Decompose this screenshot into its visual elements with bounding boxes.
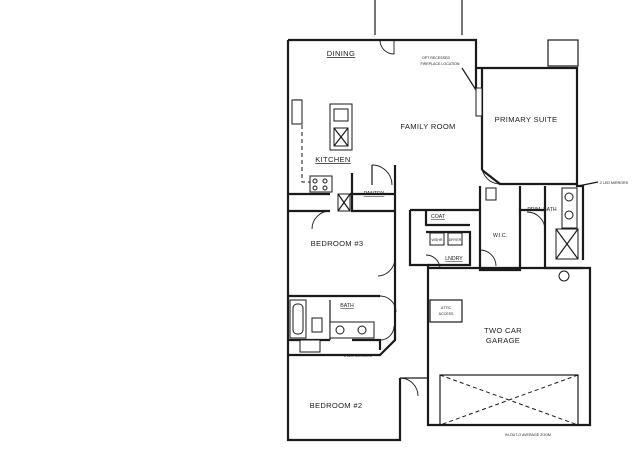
- label-kitchen: KITCHEN: [315, 155, 350, 164]
- primary-bath-fixtures: [485, 187, 579, 260]
- garage-fixtures: [429, 270, 579, 426]
- linen-closet: [299, 339, 321, 353]
- fireplace: [475, 87, 483, 117]
- laundry-fixtures: [429, 232, 463, 246]
- label-laundry: LNDRY: [445, 256, 463, 262]
- water-heater: [558, 270, 570, 282]
- label-bedroom-2: BEDROOM #2: [310, 401, 363, 410]
- washer: [429, 232, 445, 246]
- toilet: [485, 187, 497, 201]
- note-washer: WSHR: [432, 238, 443, 242]
- note-fireplace-location: FIREPLACE LOCATION: [420, 62, 459, 66]
- chimney-box: [547, 39, 579, 67]
- label-attic-access: ACCESS: [439, 312, 454, 316]
- doors: [311, 39, 546, 397]
- label-prim-bath: PRIM. BATH: [527, 207, 557, 213]
- dryer: [447, 232, 463, 246]
- label-garage: GARAGE: [486, 336, 520, 345]
- label-bath: BATH: [340, 303, 354, 309]
- kitchen-island: [329, 103, 353, 151]
- exterior-walls: [286, 38, 592, 442]
- label-wic: W.I.C.: [493, 233, 507, 239]
- label-family-room: FAMILY ROOM: [400, 122, 455, 131]
- note-dryer: DRYER: [449, 238, 462, 242]
- attic-access: [429, 299, 463, 323]
- note-prim-mirrors: 2 LED MIRRORS: [600, 181, 629, 185]
- label-primary-suite: PRIMARY SUITE: [495, 115, 558, 124]
- note-bath-mirrors: 2 LED MIRRORS: [344, 354, 373, 358]
- label-bedroom-3: BEDROOM #3: [311, 239, 364, 248]
- label-two-car: TWO CAR: [484, 326, 522, 335]
- label-coat: COAT: [431, 214, 446, 220]
- note-fireplace: OPT RECESSED: [422, 56, 450, 60]
- bath-fixtures: [289, 299, 375, 353]
- garage-door: [439, 374, 579, 426]
- footer-note: IN-OUT-O AVERAGE ZOOM: [505, 433, 551, 437]
- kitchen-cabinets: [291, 99, 351, 212]
- label-pantry: PANTRY: [364, 191, 385, 197]
- toilet: [311, 317, 323, 333]
- label-attic: ATTIC: [441, 306, 452, 310]
- label-dining: DINING: [327, 49, 355, 58]
